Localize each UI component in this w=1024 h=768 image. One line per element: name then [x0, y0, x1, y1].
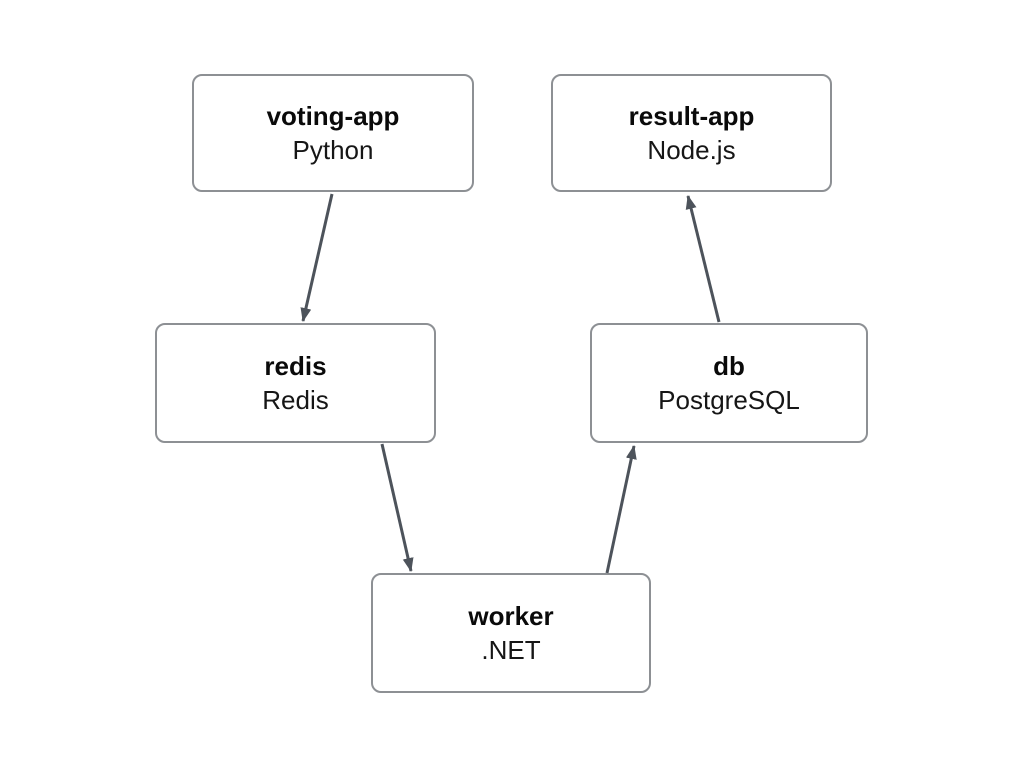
node-voting-app: voting-app Python [192, 74, 474, 192]
edge-db-to-result-app-arrow [685, 195, 721, 323]
node-db: db PostgreSQL [590, 323, 868, 443]
edge-redis-to-worker-arrow [380, 443, 414, 572]
edge-worker-to-db-arrow [605, 445, 637, 574]
node-db-sublabel: PostgreSQL [658, 385, 800, 415]
node-redis: redis Redis [155, 323, 436, 443]
node-db-label: db [713, 351, 745, 381]
node-redis-sublabel: Redis [262, 385, 329, 415]
node-worker: worker .NET [371, 573, 651, 693]
node-result-app: result-app Node.js [551, 74, 832, 192]
node-result-app-sublabel: Node.js [647, 135, 736, 165]
node-voting-app-sublabel: Python [292, 135, 374, 165]
node-worker-sublabel: .NET [481, 635, 541, 665]
node-result-app-label: result-app [628, 101, 755, 131]
node-voting-app-label: voting-app [266, 101, 400, 131]
node-redis-label: redis [264, 351, 327, 381]
node-worker-label: worker [468, 601, 554, 631]
edge-voting-app-to-redis-arrow [300, 193, 334, 322]
